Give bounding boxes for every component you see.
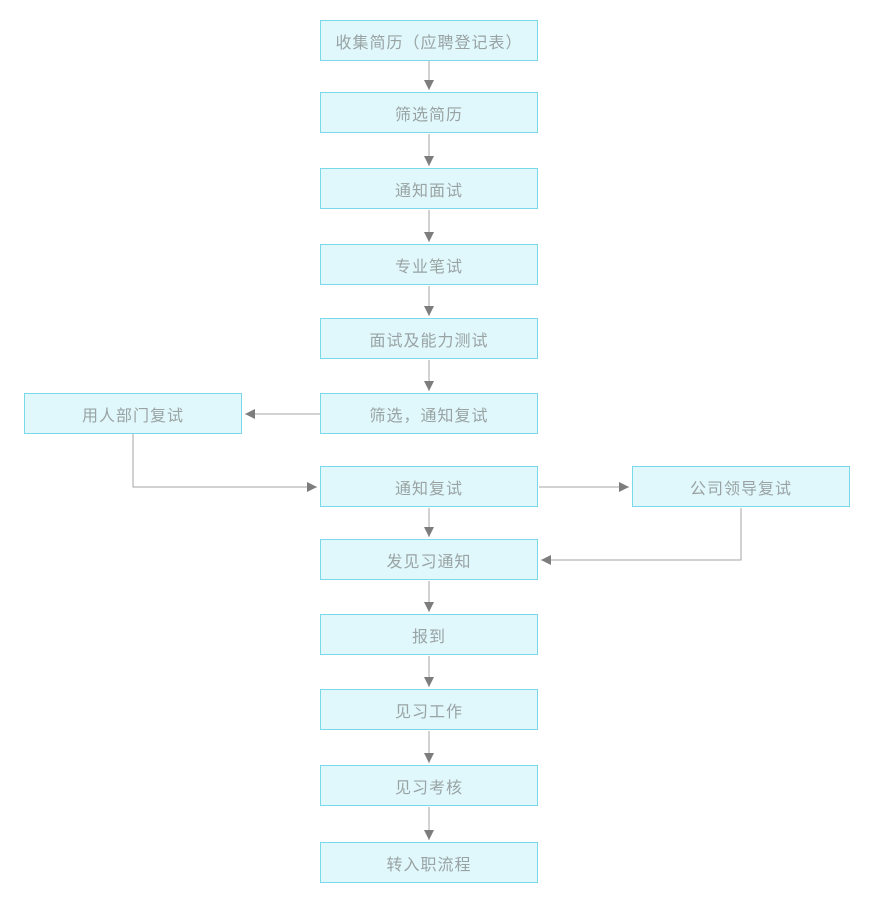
edge-leader-to-notice: [541, 508, 742, 565]
flow-node-screen-notify-reinterview: 筛选，通知复试: [320, 393, 538, 434]
flow-node-dept-reinterview: 用人部门复试: [24, 393, 242, 434]
flow-node-leader-reinterview: 公司领导复试: [632, 466, 850, 507]
flow-node-interview-ability-test: 面试及能力测试: [320, 318, 538, 359]
flow-node-notify-reinterview: 通知复试: [320, 466, 538, 507]
flow-node-report-in: 报到: [320, 614, 538, 655]
flow-node-internship-work: 见习工作: [320, 689, 538, 730]
flow-node-professional-written-test: 专业笔试: [320, 244, 538, 285]
edge-dept-to-notify-reinterview: [132, 434, 317, 492]
flow-node-internship-assessment: 见习考核: [320, 765, 538, 806]
flow-node-collect-resumes: 收集简历（应聘登记表）: [320, 20, 538, 61]
flow-node-internship-notice: 发见习通知: [320, 539, 538, 580]
flow-node-screen-resumes: 筛选简历: [320, 92, 538, 133]
flow-node-notify-interview: 通知面试: [320, 168, 538, 209]
flow-node-onboarding-process: 转入职流程: [320, 842, 538, 883]
